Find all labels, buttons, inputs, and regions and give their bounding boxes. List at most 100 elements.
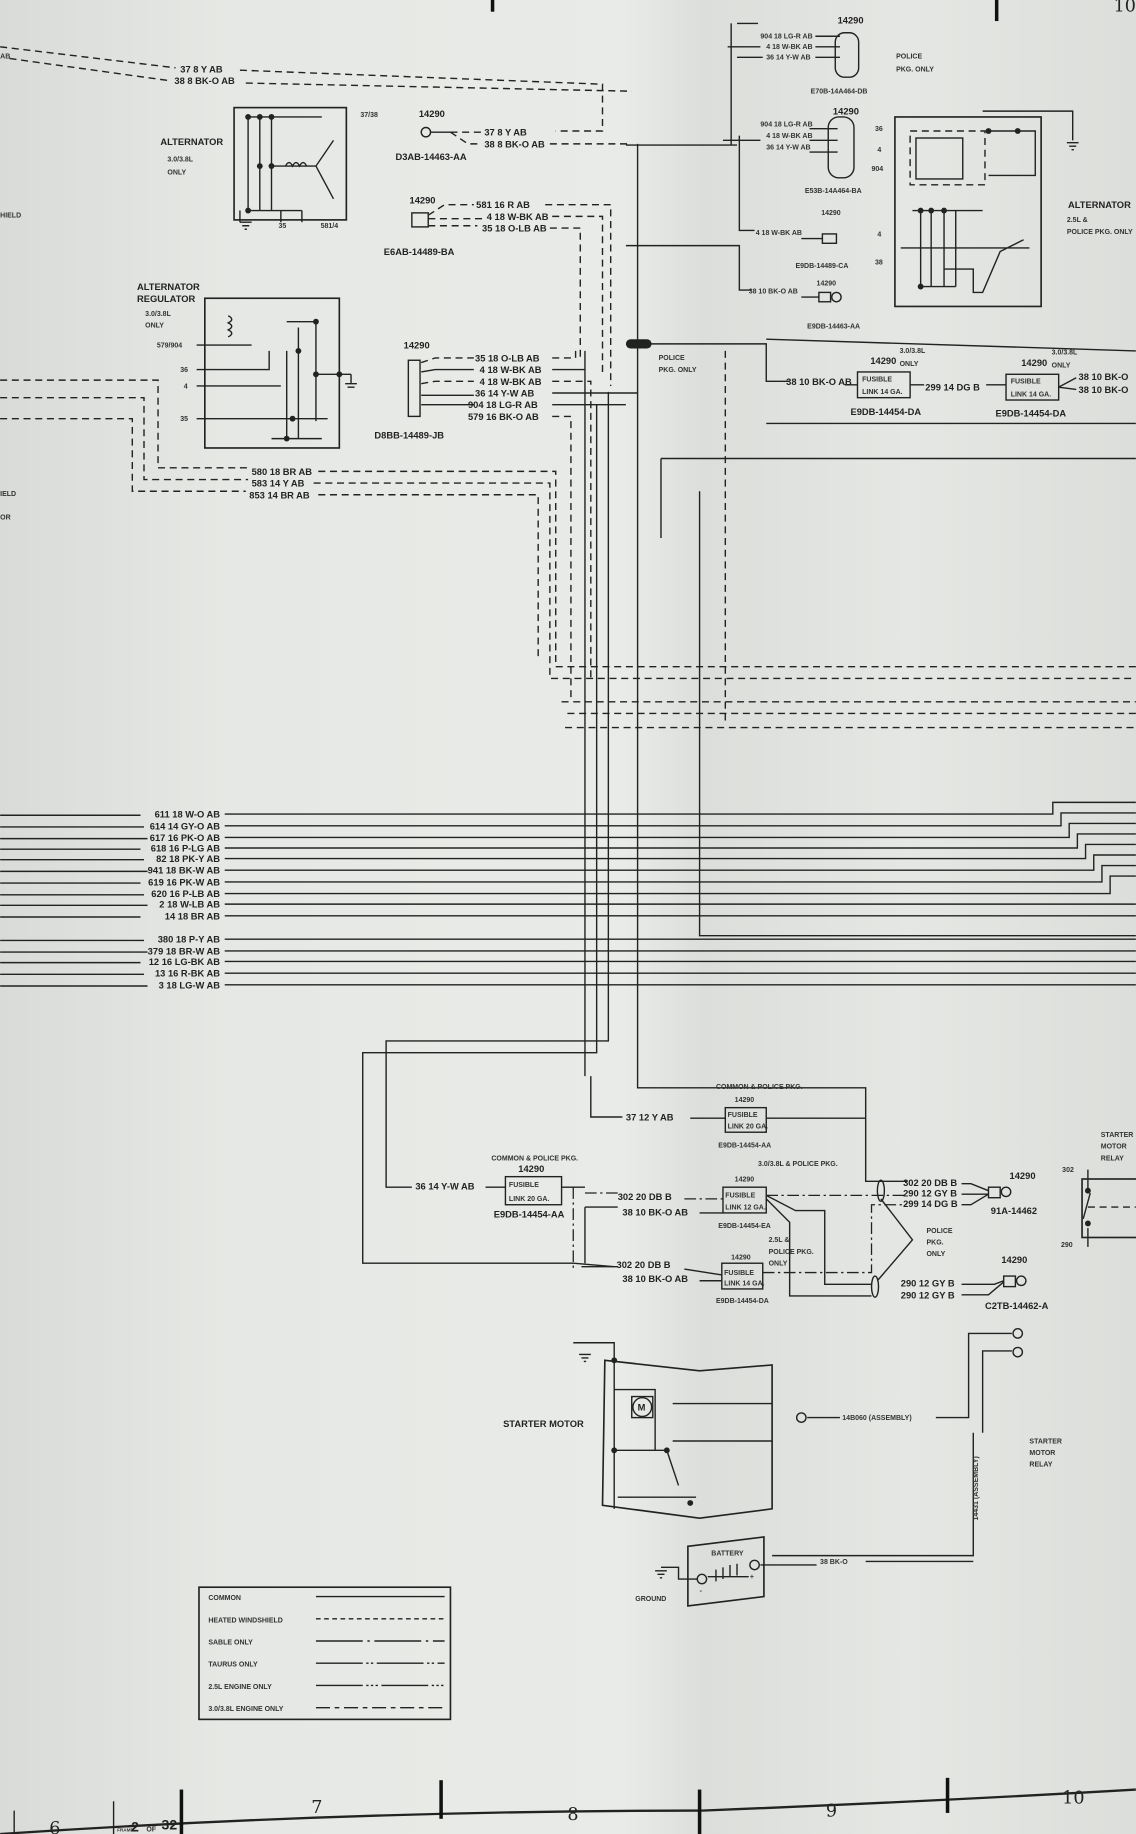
connector-number: 14290 [833,107,859,117]
bundle-wire-label: 3 18 LG-W AB [159,980,221,990]
bundle-wire-label: 941 18 BK-W AB [148,866,221,876]
fuse-label: FUSIBLE [1011,379,1041,386]
pin-label: 36 [180,367,188,374]
package-note: POLICE [896,53,922,60]
bundle-wire [0,903,1136,907]
legend-label: HEATED WINDSHIELD [208,1617,283,1624]
wire-label: 38 10 BK-O AB [786,377,852,387]
wire-label: 36 14 Y-W AB [766,55,810,62]
zone-label: 7 [311,1798,322,1818]
legend-label: SABLE ONLY [208,1640,253,1647]
connector-c2tb-14462-a: 290 12 GY B 290 12 GY B 14290 C2TB-14462… [901,1255,1049,1311]
component-label: RELAY [1029,1462,1052,1469]
fuse-label: LINK 14 GA. [1011,392,1052,399]
component-note: 3.0/3.8L [900,348,926,355]
fuse-e9db-14454-aa-left: COMMON & POLICE PKG. 14290 FUSIBLE LINK … [415,1155,618,1270]
bundle-wire-label: 82 18 PK-Y AB [156,854,220,864]
wire-label: 4 18 W-BK AB [480,365,542,375]
connector-number: 14290 [1010,1171,1036,1181]
package-note: ONLY [926,1251,945,1258]
part-number: E9DB-14454-DA [850,407,921,417]
connector-number: 14290 [731,1255,751,1262]
connector-d8bb-14489-jb: 14290 35 18 O-LB AB 4 18 W-BK AB 4 18 W-… [374,341,638,702]
connector-e53b-14a464-ba: 14290 904 18 LG-R AB 4 18 W-BK AB 36 14 … [760,107,861,195]
pin-label: 302 [1062,1167,1074,1174]
wire-label: 35 18 O-LB AB [475,353,540,363]
wire-label: 904 18 LG-R AB [760,121,812,128]
bundle-wire [0,822,1136,840]
component-note: ONLY [167,169,186,176]
part-number: E9DB-14454-DA [716,1298,769,1305]
bundle-wire [0,854,1136,873]
package-note: PKG. ONLY [896,66,934,73]
zone-label-top: 10 [1114,0,1136,17]
package-note: PKG. [926,1240,943,1247]
wire-label: 290 12 GY B [901,1290,955,1300]
wire-label: 14431 (ASSEMBLY) [973,1456,980,1520]
wire-label: 302 20 DB B [903,1178,957,1188]
wire-label: 302 20 DB B [618,1192,672,1202]
component-note: ONLY [145,323,164,330]
wire-label: 38 BK-O [820,1559,848,1566]
cut-label: OR [0,514,11,521]
pin-label: 38 [875,259,883,266]
wire-label: 38 8 BK-O AB [174,76,235,86]
package-note: POLICE PKG. [769,1249,814,1256]
package-note: POLICE [926,1228,952,1235]
wire-label: 583 14 Y AB [252,479,305,489]
wire-label: 4 18 W-BK AB [480,377,542,387]
frame-number: 2 [131,1819,139,1834]
zone-ruler: 6 7 8 9 10 FRAME 2 OF 32 [0,1777,1136,1834]
connector-number: 14290 [518,1164,544,1174]
fuse-label: FUSIBLE [728,1112,758,1119]
wire-label: 38 10 BK-O AB [622,1207,688,1217]
connector-e70b-14a464-db: 14290 904 18 LG-R AB 4 18 W-BK AB 36 14 … [760,15,934,95]
bundle-wire-label: 380 18 P-Y AB [158,935,221,945]
main-harness-trunk [362,22,1136,1268]
part-number: E70B-14A464-DB [811,89,868,96]
wire-label: 38 10 BK-O [1079,385,1129,395]
cut-label: IELD [0,491,16,498]
bundle-wire-label: 611 18 W-O AB [155,810,221,820]
package-note: COMMON & POLICE PKG. [491,1155,578,1162]
package-note: ONLY [769,1261,788,1268]
pin-label: 290 [1061,1242,1073,1249]
component-label: STARTER [1029,1438,1062,1445]
bundle-wire-label: 619 16 PK-W AB [148,877,220,887]
connector-e9db-14489-ca: 14290 4 18 W-BK AB E9DB-14489-CA [756,210,849,270]
bundle-wire [0,812,1136,828]
fusible-link-row: 38 10 BK-O AB FUSIBLE LINK 14 GA. 14290 … [786,348,1128,418]
pin-label: 37/38 [360,112,378,119]
legend-label: 2.5L ENGINE ONLY [208,1684,272,1691]
fuse-label: LINK 12 GA. [725,1204,766,1211]
part-number: D8BB-14489-JB [374,431,444,441]
wire-label: 4 18 W-BK AB [756,230,802,237]
alternator-25l: ALTERNATOR 2.5L & POLICE PKG. ONLY 36 4 … [872,110,1133,308]
legend-label: TAURUS ONLY [208,1662,258,1669]
component-label: STARTER MOTOR [503,1419,584,1429]
wire-label: 290 12 GY B [901,1279,955,1289]
connector-91a-14462: 302 20 DB B 290 12 GY B 299 14 DG B 1429… [870,1171,1037,1298]
connector-number: 14290 [1001,1255,1027,1265]
wire-label: 37 12 Y AB [626,1113,674,1123]
frame-total: 32 [162,1816,178,1832]
wire-label: 904 18 LG-R AB [468,400,538,410]
fuse-label: FUSIBLE [509,1182,539,1189]
zone-label: 6 [49,1819,60,1834]
connector-number: 14290 [870,356,896,366]
package-note: 3.0/3.8L & POLICE PKG. [758,1161,838,1168]
pin-label: 4 [877,231,881,238]
fuse-label: FUSIBLE [725,1193,755,1200]
component-note: 2.5L & [1067,217,1088,224]
part-number: E53B-14A464-BA [805,188,862,195]
bundle-wire [0,972,1136,976]
bundle-wire [0,875,1136,896]
part-number: E9DB-14454-AA [718,1142,771,1149]
pin-label: 36 [875,126,883,133]
zone-label: 9 [826,1801,837,1821]
component-label: ALTERNATOR [1068,200,1131,210]
bundle-wire-label: 14 18 BR AB [165,911,220,921]
part-number: E9DB-14454-AA [494,1210,565,1220]
bundle-wire [0,864,1136,884]
